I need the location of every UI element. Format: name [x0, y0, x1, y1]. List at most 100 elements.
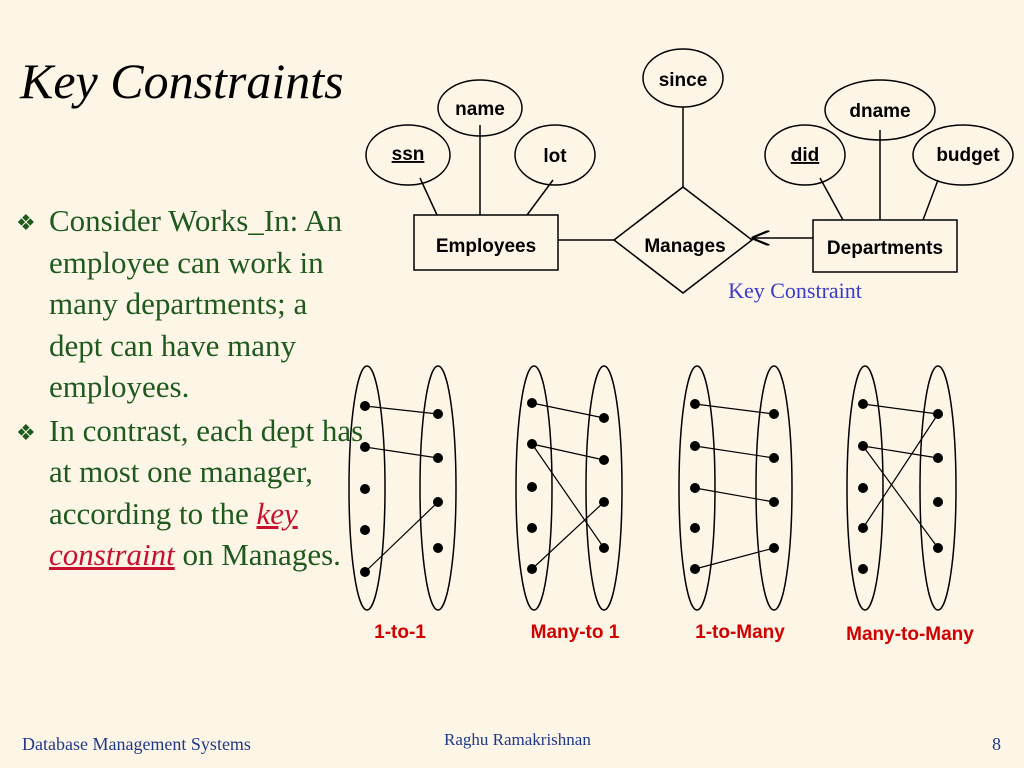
mapping-left-dot: [360, 484, 370, 494]
mapping-right-dot: [599, 497, 609, 507]
attribute-ssn: ssn: [365, 124, 451, 186]
footer-author: Raghu Ramakrishnan: [444, 730, 591, 749]
entity-departments: Departments: [812, 219, 958, 273]
mapping-right-dot: [433, 453, 443, 463]
attribute-budget: budget: [912, 124, 1014, 186]
mapping-link: [862, 445, 939, 549]
mapping-right-set: [755, 365, 793, 611]
bullet-list: ❖ Consider Works_In: An employee can wor…: [14, 200, 364, 578]
mapping-right-dot: [433, 497, 443, 507]
mapping-left-set: [846, 365, 884, 611]
attr-did-label: did: [791, 145, 820, 166]
mapping-left-set: [348, 365, 386, 611]
mapping-label-many-to-1: Many-to 1: [531, 622, 620, 643]
mapping-link: [364, 405, 439, 415]
attr-since-label: since: [659, 70, 708, 91]
mapping-link: [694, 403, 775, 415]
relationship-manages: Manages: [612, 186, 754, 294]
bullet-item: ❖ In contrast, each dept has at most one…: [14, 410, 364, 576]
mapping-right-dot: [599, 543, 609, 553]
mapping-link: [694, 445, 775, 459]
mapping-link: [862, 403, 939, 415]
diamond-bullet-icon: ❖: [16, 419, 36, 445]
mapping-link: [531, 501, 605, 570]
mapping-link: [694, 547, 775, 570]
mapping-left-dot: [360, 567, 370, 577]
key-constraint-link[interactable]: key constraint: [49, 495, 298, 573]
mapping-left-dot: [527, 482, 537, 492]
mapping-link: [531, 402, 605, 419]
mapping-left-dot: [690, 523, 700, 533]
mapping-left-dot: [858, 564, 868, 574]
attr-name-label: name: [455, 99, 505, 120]
mapping-right-dot: [933, 453, 943, 463]
mapping-label-1-to-many: 1-to-Many: [695, 622, 785, 643]
mapping-left-dot: [690, 564, 700, 574]
bullet-text-pre: In contrast, each dept has at most one m…: [49, 412, 364, 531]
bullet-item: ❖ Consider Works_In: An employee can wor…: [14, 200, 364, 408]
attr-dname-label: dname: [849, 101, 910, 122]
attribute-did: did: [764, 124, 846, 186]
mapping-link: [862, 445, 939, 459]
bullet-text: Consider Works_In: An employee can work …: [49, 203, 343, 404]
mapping-right-set: [419, 365, 457, 611]
mapping-left-dot: [527, 523, 537, 533]
mapping-left-dot: [858, 483, 868, 493]
mapping-right-set: [919, 365, 957, 611]
footer-course: Database Management Systems: [22, 734, 251, 754]
mapping-right-dot: [599, 455, 609, 465]
mapping-right-dot: [769, 409, 779, 419]
mapping-left-dot: [690, 483, 700, 493]
attribute-dname: dname: [824, 79, 936, 141]
mapping-diagrams: [348, 365, 957, 611]
mapping-link: [531, 443, 605, 461]
mapping-left-dot: [690, 399, 700, 409]
footer-page-number: 8: [992, 734, 1001, 754]
mapping-left-dot: [690, 441, 700, 451]
mapping-left-dot: [360, 442, 370, 452]
mapping-label-1-to-1: 1-to-1: [374, 622, 426, 643]
entity-employees-label: Employees: [436, 236, 536, 257]
mapping-link: [531, 443, 605, 549]
mapping-link: [862, 413, 939, 529]
mapping-left-dot: [858, 399, 868, 409]
attribute-links: [419, 107, 939, 240]
entity-departments-label: Departments: [827, 238, 943, 259]
slide-title: Key Constraints: [20, 53, 344, 109]
mapping-left-dot: [360, 401, 370, 411]
mapping-right-dot: [433, 409, 443, 419]
mapping-right-dot: [769, 497, 779, 507]
attribute-since: since: [642, 48, 724, 108]
mapping-left-dot: [527, 398, 537, 408]
bullet-text-post: on Manages.: [174, 537, 341, 572]
mapping-left-dot: [858, 441, 868, 451]
attr-ssn-label: ssn: [392, 144, 425, 165]
mapping-left-dot: [527, 439, 537, 449]
attr-budget-label: budget: [936, 145, 1000, 166]
mapping-right-dot: [433, 543, 443, 553]
mapping-right-set: [585, 365, 623, 611]
mapping-right-dot: [769, 543, 779, 553]
relationship-manages-label: Manages: [644, 236, 725, 257]
mapping-left-dot: [527, 564, 537, 574]
attribute-lot: lot: [514, 124, 596, 186]
mapping-left-set: [678, 365, 716, 611]
attr-lot-label: lot: [543, 146, 567, 167]
mapping-link: [694, 487, 775, 503]
mapping-left-set: [515, 365, 553, 611]
mapping-right-dot: [933, 497, 943, 507]
mapping-right-dot: [933, 409, 943, 419]
mapping-right-dot: [933, 543, 943, 553]
mapping-label-many-to-many: Many-to-Many: [846, 624, 974, 645]
attribute-name: name: [437, 79, 523, 137]
diamond-bullet-icon: ❖: [16, 210, 36, 235]
mapping-right-dot: [599, 413, 609, 423]
mapping-link: [364, 501, 439, 573]
mapping-left-dot: [360, 525, 370, 535]
entity-employees: Employees: [413, 214, 559, 271]
mapping-left-dot: [858, 523, 868, 533]
mapping-right-dot: [769, 453, 779, 463]
key-constraint-label: Key Constraint: [728, 278, 862, 303]
mapping-link: [364, 446, 439, 459]
